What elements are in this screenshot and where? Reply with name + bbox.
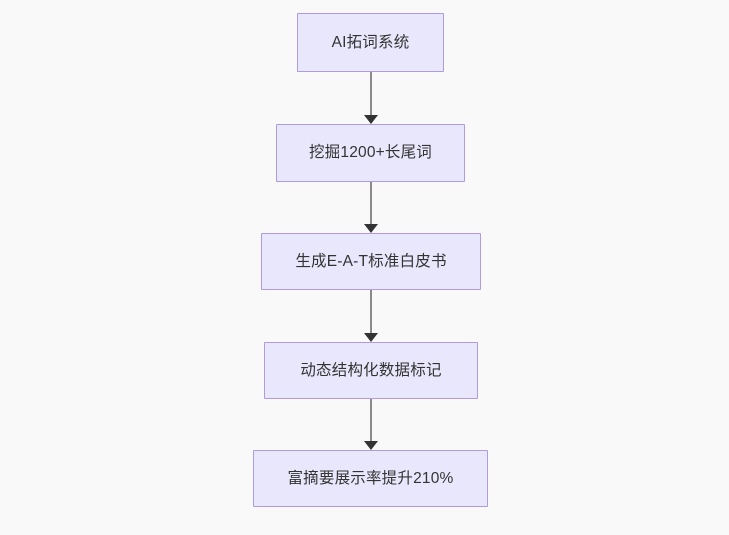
edge-line (370, 290, 372, 333)
flow-edge-n1-to-n2 (360, 72, 382, 124)
flow-node-label: 动态结构化数据标记 (300, 361, 442, 379)
edge-line (370, 399, 372, 441)
flow-node-label: AI拓词系统 (331, 33, 410, 51)
arrow-down-icon (364, 333, 378, 342)
flow-node-ai-keyword-system[interactable]: AI拓词系统 (297, 13, 444, 72)
flow-node-label: 生成E-A-T标准白皮书 (295, 252, 447, 270)
flow-node-mine-longtail-keywords[interactable]: 挖掘1200+长尾词 (276, 124, 465, 182)
edge-line (370, 72, 372, 115)
flow-node-dynamic-structured-data-markup[interactable]: 动态结构化数据标记 (264, 342, 478, 399)
flow-edge-n3-to-n4 (360, 290, 382, 342)
flow-edge-n4-to-n5 (360, 399, 382, 450)
flow-node-label: 挖掘1200+长尾词 (308, 144, 433, 162)
flow-edge-n2-to-n3 (360, 182, 382, 233)
arrow-down-icon (364, 224, 378, 233)
arrow-down-icon (364, 115, 378, 124)
flow-node-label: 富摘要展示率提升210% (287, 469, 454, 487)
flow-node-rich-snippet-rate-increase[interactable]: 富摘要展示率提升210% (253, 450, 488, 507)
flow-node-generate-eat-whitepaper[interactable]: 生成E-A-T标准白皮书 (261, 233, 481, 290)
edge-line (370, 182, 372, 224)
arrow-down-icon (364, 441, 378, 450)
